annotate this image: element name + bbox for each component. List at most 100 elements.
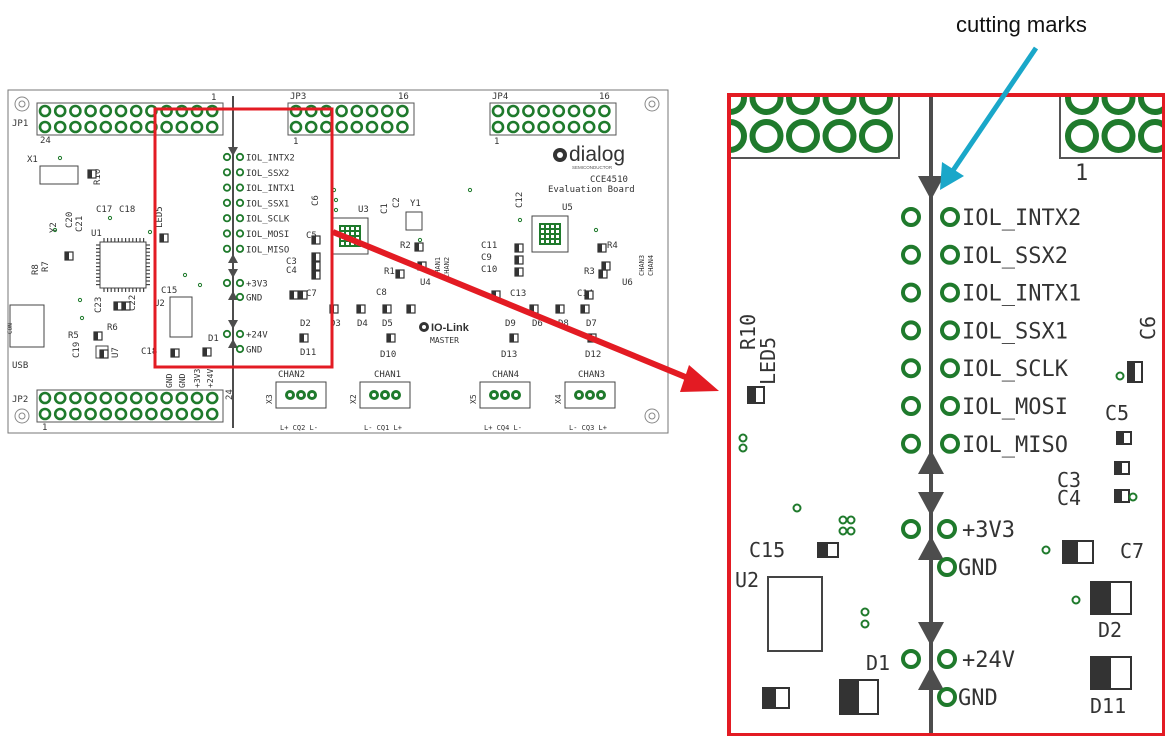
zoom-cut-arrows bbox=[918, 176, 944, 690]
zoom-header-pad bbox=[1138, 119, 1164, 153]
zoom-header-pad bbox=[749, 119, 784, 153]
board-power-label: GND bbox=[246, 346, 262, 356]
svg-text:X5: X5 bbox=[469, 394, 478, 404]
header-pad bbox=[69, 120, 82, 134]
header-pad bbox=[129, 391, 143, 405]
header-pad bbox=[491, 104, 505, 118]
signal-pad bbox=[235, 198, 245, 207]
cutting-marks-label: cutting marks bbox=[956, 12, 1087, 37]
header-pad bbox=[190, 391, 204, 405]
header-jp2: JP2 1 24 bbox=[12, 389, 235, 433]
svg-text:D11: D11 bbox=[1090, 694, 1126, 718]
svg-text:CON: CON bbox=[7, 323, 14, 334]
zoom-power-label: +24V bbox=[962, 648, 1015, 673]
svg-text:C17: C17 bbox=[96, 205, 112, 215]
header-pad bbox=[396, 120, 409, 134]
dialog-logo: dialog SEMICONDUCTOR bbox=[553, 143, 625, 170]
zoom-header-left bbox=[729, 95, 900, 159]
smd-parts bbox=[52, 155, 611, 359]
power-pad bbox=[235, 344, 245, 354]
svg-text:C7: C7 bbox=[1120, 539, 1144, 563]
svg-text:U4: U4 bbox=[420, 278, 431, 288]
zoom-panel: 1 IOL_INTX2IOL_SSX2IOL_INTX1IOL_SSX1IOL_… bbox=[727, 93, 1165, 736]
header-pad bbox=[114, 391, 128, 405]
svg-text:C7: C7 bbox=[306, 289, 317, 299]
header-pad bbox=[53, 407, 67, 421]
board-signal-label: IOL_MOSI bbox=[246, 230, 289, 240]
svg-text:U7: U7 bbox=[111, 347, 121, 358]
zoom-signal-label: IOL_SSX1 bbox=[962, 319, 1068, 344]
header-pad bbox=[84, 407, 97, 421]
header-pad bbox=[175, 407, 189, 421]
zoom-header-pad bbox=[822, 95, 857, 115]
header-jp4: JP4 16 1 bbox=[489, 92, 617, 147]
svg-text:D3: D3 bbox=[330, 319, 341, 329]
svg-text:C18: C18 bbox=[141, 347, 157, 357]
zoom-signal-pad bbox=[901, 244, 921, 265]
header-pad bbox=[114, 120, 128, 134]
header-pad bbox=[53, 120, 67, 134]
header-pad bbox=[160, 391, 173, 405]
board-signal-label: IOL_SSX2 bbox=[246, 169, 289, 179]
signal-pad bbox=[235, 214, 245, 223]
svg-text:LED5: LED5 bbox=[756, 337, 780, 385]
svg-text:X3: X3 bbox=[265, 394, 274, 404]
svg-text:D9: D9 bbox=[505, 319, 516, 329]
header-pad bbox=[582, 104, 596, 118]
header-pad bbox=[567, 104, 581, 118]
svg-text:R10: R10 bbox=[93, 169, 103, 185]
svg-text:GND: GND bbox=[178, 373, 187, 388]
header-pad bbox=[552, 104, 566, 118]
svg-text:C10: C10 bbox=[481, 265, 497, 275]
header-jp3-label: JP3 bbox=[290, 92, 306, 102]
board-power-label: +3V3 bbox=[246, 280, 268, 290]
signal-pad bbox=[222, 214, 232, 223]
svg-text:C21: C21 bbox=[75, 216, 85, 232]
header-pad bbox=[205, 407, 219, 421]
signal-pad bbox=[222, 152, 232, 162]
header-pad bbox=[160, 120, 173, 134]
oscillator-x1 bbox=[39, 165, 79, 185]
zoom-smd-parts bbox=[738, 361, 1143, 715]
header-jp2-pin-left: 1 bbox=[42, 423, 47, 433]
svg-text:L- CQ1 L+: L- CQ1 L+ bbox=[364, 424, 402, 432]
zoom-header-pin-1: 1 bbox=[1075, 161, 1088, 186]
signal-pad bbox=[222, 168, 232, 177]
signal-pad bbox=[235, 183, 245, 192]
svg-text:+3V3: +3V3 bbox=[193, 369, 202, 388]
header-pad bbox=[84, 120, 97, 134]
svg-text:D6: D6 bbox=[532, 319, 543, 329]
header-pad bbox=[114, 407, 128, 421]
zoom-header-pad bbox=[749, 95, 784, 115]
svg-text:R7: R7 bbox=[41, 261, 51, 272]
svg-text:U5: U5 bbox=[562, 203, 573, 213]
svg-text:C4: C4 bbox=[1057, 486, 1081, 510]
svg-text:L+ CQ4 L-: L+ CQ4 L- bbox=[484, 424, 522, 432]
svg-text:C23: C23 bbox=[94, 297, 104, 313]
zoom-signal-pad bbox=[940, 433, 960, 454]
header-jp4-pin-right: 16 bbox=[599, 92, 610, 102]
header-pad bbox=[175, 391, 189, 405]
svg-text:R4: R4 bbox=[607, 241, 618, 251]
svg-text:R3: R3 bbox=[584, 267, 595, 277]
svg-text:C1: C1 bbox=[380, 203, 390, 214]
zoom-header-pad bbox=[822, 119, 857, 153]
header-pad bbox=[114, 104, 128, 118]
zoom-signal-pad bbox=[940, 396, 960, 416]
zoom-frame bbox=[727, 93, 1165, 736]
zoom-header-pad bbox=[1065, 95, 1099, 115]
zoom-signal-pad bbox=[901, 358, 921, 379]
jp2-pin-labels: GND GND +3V3 +24V bbox=[165, 369, 215, 388]
svg-text:C5: C5 bbox=[1105, 401, 1129, 425]
svg-text:C22: C22 bbox=[128, 295, 138, 311]
svg-text:C6: C6 bbox=[311, 195, 321, 206]
header-pad bbox=[506, 120, 520, 134]
svg-text:D2: D2 bbox=[300, 319, 311, 329]
header-pad bbox=[396, 104, 409, 118]
zoom-power-pad bbox=[937, 687, 957, 707]
signal-pad bbox=[235, 229, 245, 238]
svg-text:U2: U2 bbox=[154, 299, 165, 309]
svg-text:D4: D4 bbox=[357, 319, 368, 329]
svg-text:USB: USB bbox=[12, 361, 28, 371]
svg-text:L- CQ3 L+: L- CQ3 L+ bbox=[569, 424, 607, 432]
